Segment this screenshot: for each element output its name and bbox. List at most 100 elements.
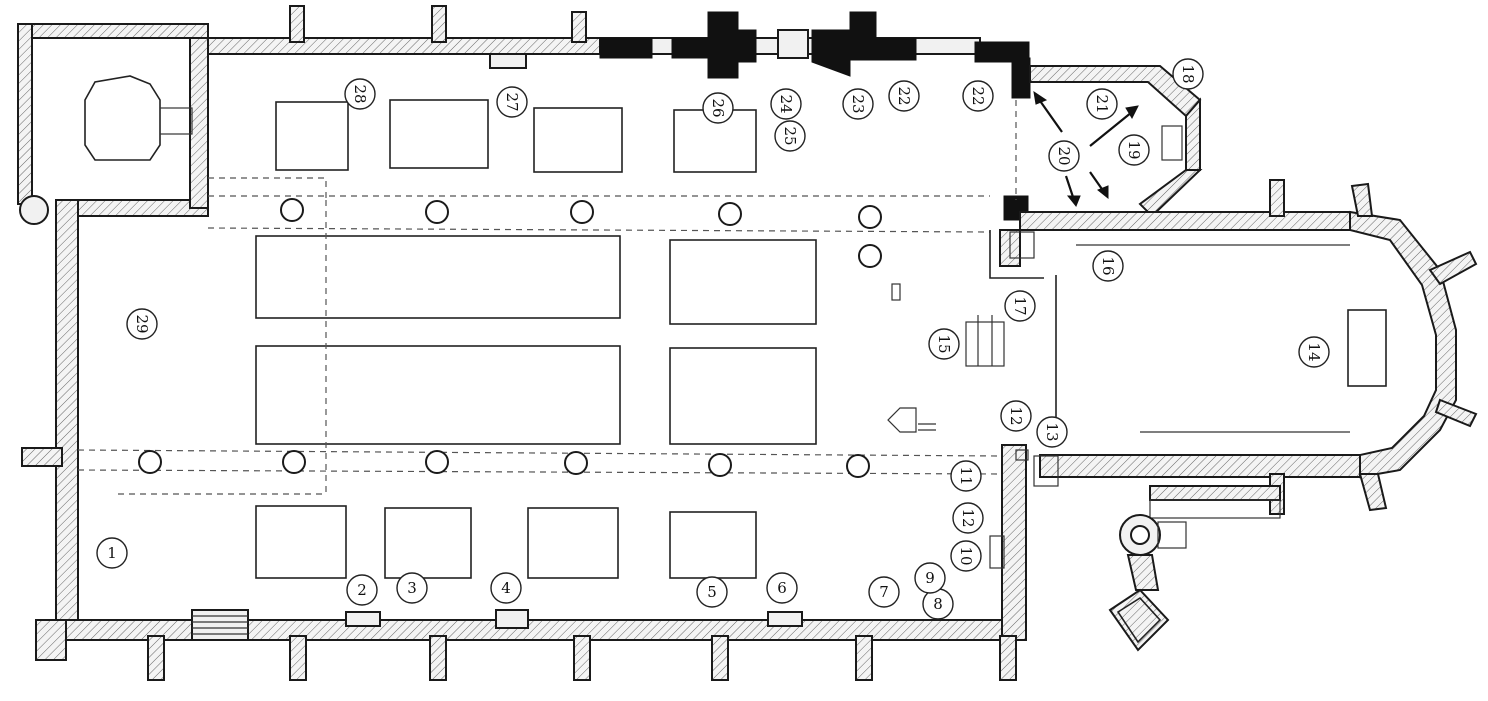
label-circle	[928, 328, 960, 360]
label-circle	[950, 540, 982, 572]
label-circle	[1036, 416, 1068, 448]
label-17: 17	[1004, 290, 1036, 322]
label-number: 24	[777, 94, 795, 113]
choir-walls	[1019, 179, 1478, 519]
label-14: 14	[1298, 336, 1330, 368]
label-circle	[914, 562, 946, 594]
label-circle	[96, 537, 128, 569]
label-1: 1	[96, 537, 128, 569]
label-number: 29	[133, 314, 151, 333]
label-26: 26	[702, 92, 734, 124]
label-circle	[950, 460, 982, 492]
label-circle	[1172, 58, 1204, 90]
label-8: 8	[922, 588, 954, 620]
label-circle	[344, 78, 376, 110]
sacristy-walls	[599, 11, 1031, 221]
label-circle	[1298, 336, 1330, 368]
label-circle	[770, 88, 802, 120]
label-circle	[888, 80, 920, 112]
label-11: 11	[950, 460, 982, 492]
label-circle	[952, 502, 984, 534]
label-circle	[1000, 400, 1032, 432]
label-number: 22	[895, 86, 913, 105]
label-9: 9	[914, 562, 946, 594]
label-number: 4	[501, 579, 511, 597]
label-number: 6	[777, 579, 787, 597]
label-circle	[126, 308, 158, 340]
label-number: 22	[969, 86, 987, 105]
label-circle	[1048, 140, 1080, 172]
label-number: 15	[935, 334, 953, 353]
aisle-lines	[77, 177, 1001, 495]
label-circle	[1086, 88, 1118, 120]
west-chapel	[84, 75, 193, 161]
label-circle	[346, 574, 378, 606]
sacristy	[1015, 65, 1203, 218]
label-circle	[868, 576, 900, 608]
label-28: 28	[344, 78, 376, 110]
label-number: 10	[957, 546, 975, 565]
label-number: 21	[1093, 94, 1111, 113]
label-circle	[702, 92, 734, 124]
label-6: 6	[766, 572, 798, 604]
label-number: 8	[933, 595, 943, 613]
label-number: 12	[1007, 406, 1025, 425]
label-circle	[396, 572, 428, 604]
label-7: 7	[868, 576, 900, 608]
label-circle	[842, 88, 874, 120]
label-circle	[962, 80, 994, 112]
label-number: 9	[925, 569, 935, 587]
label-circle	[774, 120, 806, 152]
label-25: 25	[774, 120, 806, 152]
label-3: 3	[396, 572, 428, 604]
label-circle	[1118, 134, 1150, 166]
label-22a: 22	[888, 80, 920, 112]
label-2: 2	[346, 574, 378, 606]
label-22b: 22	[962, 80, 994, 112]
label-number: 11	[957, 466, 975, 485]
label-24: 24	[770, 88, 802, 120]
label-10: 10	[950, 540, 982, 572]
choir-furnishings	[887, 230, 1387, 569]
label-number: 5	[707, 583, 717, 601]
label-number: 16	[1099, 256, 1117, 275]
label-circle	[1004, 290, 1036, 322]
label-circle	[496, 86, 528, 118]
label-27: 27	[496, 86, 528, 118]
label-number: 3	[407, 579, 417, 597]
label-number: 7	[879, 583, 889, 601]
label-15: 15	[928, 328, 960, 360]
label-number: 27	[503, 92, 521, 111]
label-number: 23	[849, 94, 867, 113]
label-number: 26	[709, 98, 727, 117]
label-16: 16	[1092, 250, 1124, 282]
label-number: 20	[1055, 146, 1073, 165]
label-23: 23	[842, 88, 874, 120]
label-13: 13	[1036, 416, 1068, 448]
label-number: 1	[107, 544, 117, 562]
pillars	[138, 198, 882, 478]
label-20: 20	[1048, 140, 1080, 172]
label-number: 2	[357, 581, 367, 599]
label-number: 14	[1305, 342, 1323, 361]
label-number: 25	[781, 126, 799, 145]
pews	[255, 99, 817, 579]
label-circle	[766, 572, 798, 604]
label-12b: 12	[1000, 400, 1032, 432]
label-29: 29	[126, 308, 158, 340]
label-5: 5	[696, 576, 728, 608]
label-number: 13	[1043, 422, 1061, 441]
stairs	[191, 53, 803, 641]
stair-tower	[1108, 514, 1187, 652]
label-circle	[1092, 250, 1124, 282]
label-number: 19	[1125, 140, 1143, 159]
label-18: 18	[1172, 58, 1204, 90]
label-circle	[490, 572, 522, 604]
label-number: 12	[959, 508, 977, 527]
label-12a: 12	[952, 502, 984, 534]
label-circle	[696, 576, 728, 608]
label-number: 17	[1011, 296, 1029, 315]
label-number: 18	[1179, 64, 1197, 83]
